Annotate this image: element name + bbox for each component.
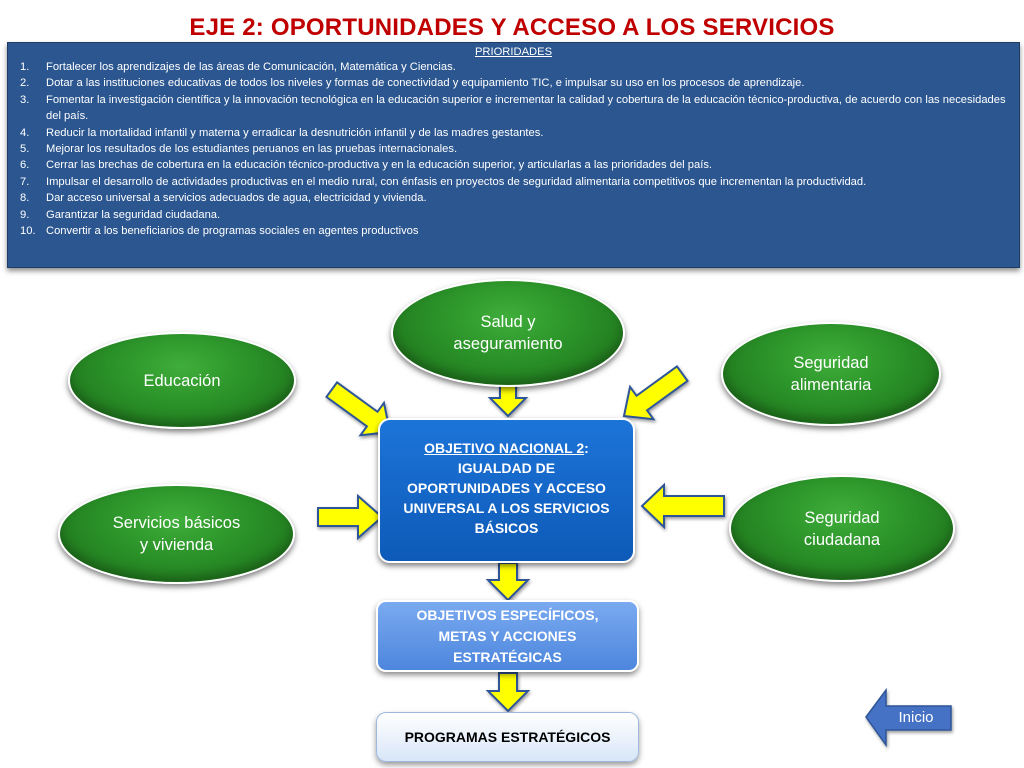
node-seguridad-alimentaria-text: Seguridad alimentaria [791,352,872,396]
programas-label: PROGRAMAS ESTRATÉGICOS [404,729,611,745]
priority-number: 10. [20,225,36,238]
objetivo-nacional-label: OBJETIVO NACIONAL 2 [424,440,585,456]
arrow-down-salud [487,382,529,418]
priority-number: 2. [20,77,30,90]
arrow-diagonal-seguridad-alimentaria [622,365,689,421]
node-seguridad-ciudadana: Seguridad ciudadana [729,475,955,582]
node-seguridad-ciudadana-line2: ciudadana [803,530,881,549]
objetivo-line: OPORTUNIDADES Y ACCESO [407,480,606,496]
node-servicios-basicos: Servicios básicos y vivienda [58,484,295,584]
priorities-heading: PRIORIDADES [474,46,553,58]
priority-text: Garantizar la seguridad ciudadana. [46,208,221,221]
node-salud-line2: aseguramiento [453,335,563,353]
priorities-panel: PRIORIDADES 1. Fortalecer los aprendizaje… [7,42,1020,268]
priority-text: Convertir a los beneficiarios de program… [46,225,419,238]
priority-item: 1. Fortalecer los aprendizajes de las áre… [20,59,1011,75]
objetivos-especificos-box: OBJETIVOS ESPECÍFICOS, METAS Y ACCIONES … [376,600,639,672]
node-educacion-label: Educación [143,371,221,390]
priority-number: 7. [20,175,30,188]
priority-item: 6. Cerrar las brechas de cobertura en la … [20,157,1011,173]
priority-text: Reducir la mortalidad infantil y materna… [46,126,544,139]
node-servicios-text: Servicios básicos y vivienda [113,512,240,556]
priority-number: 5. [20,143,30,156]
node-educacion: Educación [68,332,296,429]
priority-text: Impulsar el desarrollo de actividades pr… [46,175,867,188]
programas-estrategicos-box: PROGRAMAS ESTRATÉGICOS [376,712,639,762]
objetivo-nacional-colon: : [584,440,589,456]
objetivo-line: UNIVERSAL A LOS SERVICIOS [403,500,610,516]
priority-item: 8. Dar acceso universal a servicios adecu… [20,190,1011,206]
node-seguridad-alimentaria-line1: Seguridad [793,354,869,372]
node-seguridad-ciudadana-text: Seguridad ciudadana [804,507,880,551]
priority-text: Fomentar la investigación científica y l… [46,93,1006,123]
priority-text: Dotar a las instituciones educativas de … [46,77,805,90]
especificos-line: METAS Y ACCIONES [438,628,577,644]
node-seguridad-alimentaria: Seguridad alimentaria [721,322,941,426]
priority-number: 1. [20,61,30,73]
objetivo-nacional-box: OBJETIVO NACIONAL 2: IGUALDAD DE OPORTUN… [378,418,635,563]
priority-text: Cerrar las brechas de cobertura en la ed… [46,159,713,172]
arrow-right-servicios [317,493,384,541]
node-salud-line1: Salud y [480,313,536,331]
priority-text: Dar acceso universal a servicios adecuad… [46,192,427,205]
priority-item: 7. Impulsar el desarrollo de actividades … [20,174,1011,190]
node-servicios-line1: Servicios básicos [112,514,241,532]
priority-item: 4. Reducir la mortalidad infantil y mater… [20,125,1011,141]
arrow-down-programas [485,672,531,713]
priorities-list: 1. Fortalecer los aprendizajes de las áre… [8,59,1019,239]
priority-text: Mejorar los resultados de los estudiante… [46,143,458,156]
priority-item: 5. Mejorar los resultados de los estudian… [20,141,1011,157]
arrow-left-seguridad-ciudadana [640,482,725,530]
priority-number: 3. [20,93,30,106]
priority-number: 8. [20,192,30,205]
node-seguridad-ciudadana-line1: Seguridad [804,508,880,527]
node-seguridad-alimentaria-line2: alimentaria [790,376,872,394]
priority-number: 6. [20,159,30,172]
objetivo-line: BÁSICOS [474,520,539,536]
especificos-line: OBJETIVOS ESPECÍFICOS, [416,607,599,623]
node-servicios-line2: y vivienda [139,536,214,554]
node-salud-aseguramiento: Salud y aseguramiento [391,279,625,387]
priority-text: Fortalecer los aprendizajes de las áreas… [46,61,456,73]
priority-item: 2. Dotar a las instituciones educativas d… [20,75,1011,91]
priority-number: 4. [20,126,30,139]
inicio-button[interactable]: Inicio [898,709,934,726]
especificos-line: ESTRATÉGICAS [453,649,562,665]
node-salud-text: Salud y aseguramiento [453,311,562,355]
objetivo-line: IGUALDAD DE [457,460,556,476]
priority-item: 9. Garantizar la seguridad ciudadana. [20,207,1011,223]
inicio-button-shape[interactable] [865,687,952,748]
priority-item: 3. Fomentar la investigación científica y… [20,92,1011,125]
page-title: EJE 2: OPORTUNIDADES Y ACCESO A LOS SERV… [189,14,835,41]
priority-item: 10. Convertir a los beneficiarios de prog… [20,223,1011,239]
arrow-down-objetivos [485,562,531,602]
arrow-diagonal-educacion [325,381,392,437]
objetivo-nacional-heading: OBJETIVO NACIONAL 2: [380,438,633,458]
priority-number: 9. [20,208,30,221]
